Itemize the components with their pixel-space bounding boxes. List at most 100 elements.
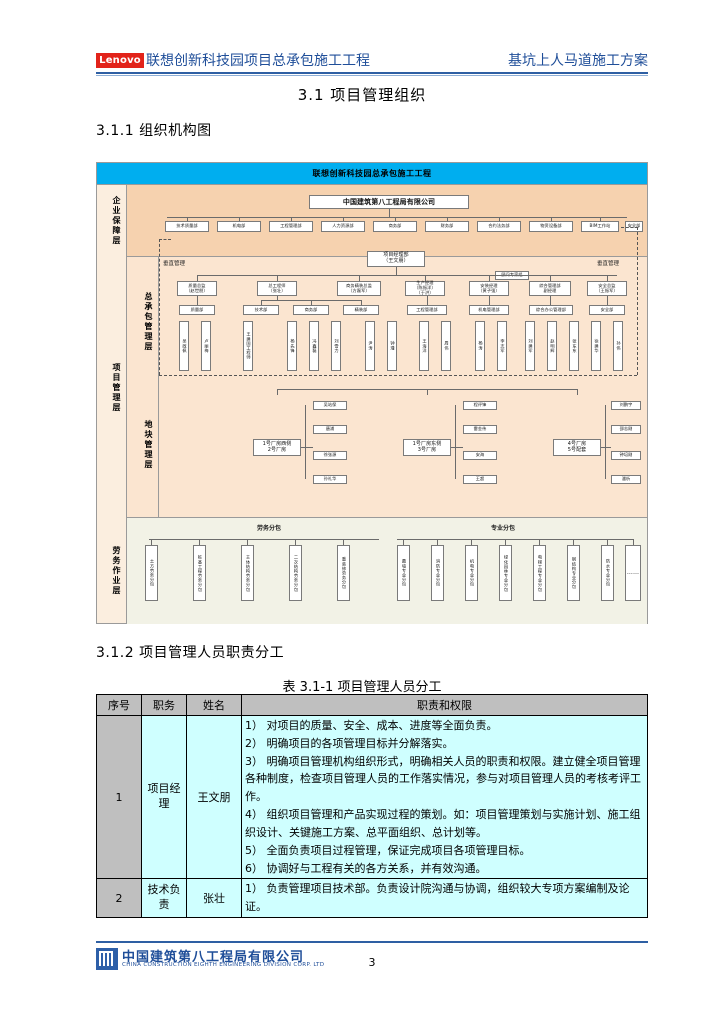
node-staff: 孙伟 xyxy=(613,321,623,371)
layer-label-general-contract: 总承包管理层 xyxy=(144,292,153,352)
layer-sublabel-column xyxy=(127,257,159,517)
connector xyxy=(311,300,312,305)
node-block-item: 徐张源 xyxy=(313,451,347,460)
node-dept: 财务部 xyxy=(425,221,469,232)
connector xyxy=(397,539,633,540)
footer-rule xyxy=(96,941,648,943)
connector xyxy=(261,300,262,305)
header-rule-thick xyxy=(96,72,648,74)
node-staff: 杨涛 xyxy=(475,321,485,371)
node-block-title: 1号厂房西侧 2号厂房 xyxy=(253,439,301,456)
node-staff: 钟瑾 xyxy=(387,321,397,371)
node-manager: 生产经理 （陈振洋） （于洪） xyxy=(405,280,445,296)
node-specialty: 钢结构专业分包 xyxy=(567,545,580,601)
organization-chart: 联想创新科技园总承包施工工程 企业保障层 项目管理层 劳务作业层 总承包管理层 … xyxy=(96,162,648,624)
connector xyxy=(505,539,506,545)
cell-no: 2 xyxy=(96,878,142,918)
connector xyxy=(499,217,500,221)
connector xyxy=(343,217,344,221)
node-dept: 工程管理部 xyxy=(269,221,313,232)
node-block-item: 雷金伟 xyxy=(463,425,497,434)
lenovo-logo: Lenovo xyxy=(96,53,144,68)
subsection-heading-org: 3.1.1 组织机构图 xyxy=(96,123,212,139)
node-block-title: 1号厂房东侧 3号厂房 xyxy=(403,439,451,456)
connector xyxy=(600,217,601,221)
node-dept: 机电部 xyxy=(217,221,261,232)
connector xyxy=(277,389,278,395)
node-block-item: 唐浦 xyxy=(313,425,347,434)
connector xyxy=(277,296,278,300)
node-specialty: 防水专业分包 xyxy=(601,545,614,601)
cell-no: 1 xyxy=(96,714,142,880)
connector xyxy=(361,300,362,305)
node-block-item: 孙礼华 xyxy=(313,475,347,484)
cell-duty: 1） 对项目的质量、安全、成本、进度等全面负责。 2） 明确项目的各项管理目标并… xyxy=(241,714,648,880)
connector xyxy=(239,217,240,221)
node-labor: 重装修劳务分包 xyxy=(337,545,350,601)
connector xyxy=(395,217,396,221)
node-block-item: 吴站保 xyxy=(313,401,347,410)
node-specialty: 电梯工程专业分包 xyxy=(533,545,546,601)
page-header: Lenovo 联想创新科技园项目总承包施工工程 基坑上人马道施工方案 xyxy=(96,50,648,76)
table-row: 2 技术负责 张壮 1） 负责管理项目技术部。负责设计院沟通与协调，组织较大专项… xyxy=(96,878,648,918)
cell-duty: 1） 负责管理项目技术部。负责设计院沟通与协调，组织较大专项方案编制及论证。 xyxy=(241,878,648,918)
col-header-name: 姓名 xyxy=(186,694,242,716)
connector xyxy=(607,296,608,305)
band-labor xyxy=(127,517,647,624)
layer-label-project-management: 项目管理层 xyxy=(112,363,121,413)
connector xyxy=(425,275,426,281)
connector xyxy=(451,447,463,448)
node-staff: 吴政佩 xyxy=(179,321,189,371)
connector xyxy=(396,267,397,275)
node-manager: 商务精装总监 （方磊军） xyxy=(337,281,381,296)
connector xyxy=(149,539,379,540)
connector xyxy=(455,405,456,479)
node-staff: 刘雪力 xyxy=(331,321,341,371)
connector xyxy=(199,539,200,545)
node-staff: 王海洋 xyxy=(419,321,429,371)
cell-role: 技术负责 xyxy=(141,878,187,918)
connector xyxy=(601,447,611,448)
node-dept: BIM工作站 xyxy=(581,221,619,232)
cell-role: 项目经理 xyxy=(141,714,187,880)
node-labor: 土方劳务分包 xyxy=(145,545,158,601)
connector xyxy=(427,389,428,395)
connector xyxy=(447,217,448,221)
connector xyxy=(539,539,540,545)
connector xyxy=(489,275,490,281)
node-staff: 张东东 xyxy=(569,321,579,371)
connector xyxy=(359,275,360,281)
header-project-title: 联想创新科技园项目总承包施工工程 xyxy=(146,53,370,69)
header-document-title: 基坑上人马道施工方案 xyxy=(508,53,648,69)
dashed-connector xyxy=(159,375,637,376)
duty-item: 5） 全面负责项目过程管理，保证完成项目各项管理目标。 xyxy=(245,843,531,857)
node-manager: 综合管理部 副经理 xyxy=(529,281,571,296)
connector xyxy=(607,275,608,281)
node-sub-dept: 质量部 xyxy=(179,305,215,315)
connector xyxy=(573,539,574,545)
node-dept: 安全部 xyxy=(625,221,643,232)
node-staff: 卢丽梅 xyxy=(201,321,211,371)
node-manager: 安全总监 （王振军） xyxy=(587,281,627,296)
node-specialty: 绿化园林专业分包 xyxy=(499,545,512,601)
connector xyxy=(343,539,344,545)
node-block-item: 邵志刚 xyxy=(611,425,641,434)
node-company: 中国建筑第八工程局有限公司 xyxy=(309,195,469,209)
col-header-role: 职务 xyxy=(141,694,187,716)
dashed-connector xyxy=(637,227,638,375)
duty-item: 4） 组织项目管理和产品实现过程的策划。如：项目管理策划与实施计划、施工组织设计… xyxy=(245,808,641,839)
duty-item: 2） 明确项目的各项管理目标并分解落实。 xyxy=(245,736,454,750)
duty-item: 3） 明确项目管理机构组织形式，明确相关人员的职责和权限。建立健全项目管理各种制… xyxy=(245,754,641,804)
node-block-item: 程评锋 xyxy=(463,401,497,410)
footer-company-en: CHINA CONSTRUCTION EIGHTH ENGINEERING DI… xyxy=(122,962,325,968)
node-dept: 技术质量部 xyxy=(165,221,209,232)
connector xyxy=(605,405,606,479)
node-staff: 周伟 xyxy=(441,321,451,371)
connector xyxy=(471,539,472,545)
node-staff: 刘建军 xyxy=(525,321,535,371)
node-sub-dept: 精装部 xyxy=(343,305,379,315)
page-number: 3 xyxy=(368,956,376,969)
node-dept: 物资设备部 xyxy=(529,221,573,232)
connector xyxy=(295,539,296,545)
duty-item: 1） 负责管理项目技术部。负责设计院沟通与协调，组织较大专项方案编制及论证。 xyxy=(245,882,630,914)
